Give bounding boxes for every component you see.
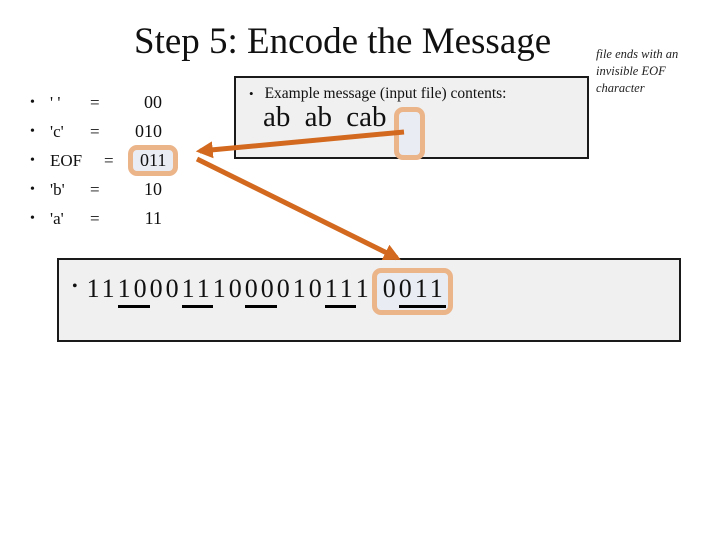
bullet-icon: • — [30, 94, 35, 110]
bit-segment: 00 — [244, 274, 277, 308]
code-row-space: • ' ' = 00 — [30, 88, 174, 117]
code-value: 010 — [135, 121, 162, 141]
eof-code-highlight: 011 — [128, 145, 179, 176]
code-row-c: • 'c' = 010 — [30, 117, 174, 146]
equals-sign: = — [90, 179, 100, 199]
code-value: 00 — [144, 92, 162, 112]
slide-title: Step 5: Encode the Message — [134, 21, 552, 62]
code-value: 11 — [144, 208, 162, 228]
bit-segment: 0 — [382, 274, 399, 303]
bullet-icon: • — [72, 278, 78, 295]
message-text: ab ab cab — [263, 101, 387, 133]
eof-bits-highlight: 0011 — [371, 268, 453, 315]
bit-segment: 11 — [324, 274, 356, 308]
bullet-icon: • — [30, 123, 35, 139]
code-symbol: 'c' — [50, 121, 64, 141]
code-table: • ' ' = 00 • 'c' = 010 • EOF = 011 • 'b'… — [30, 88, 179, 233]
bit-segment: 010 — [276, 274, 325, 303]
bit-segment: 11 — [181, 274, 213, 308]
equals-sign: = — [104, 150, 114, 170]
bullet-icon: • — [30, 210, 35, 226]
equals-sign: = — [90, 208, 100, 228]
code-symbol: EOF — [50, 150, 83, 170]
bit-segment: 1 — [355, 274, 372, 303]
arrow-eofcode-to-encoded — [195, 156, 401, 261]
eof-note: file ends with an invisible EOF characte… — [596, 46, 706, 97]
bullet-icon: • — [249, 86, 254, 101]
eof-note-line: invisible EOF — [596, 64, 666, 78]
bit-segment: 11 — [86, 274, 118, 303]
bit-segment: 00 — [149, 274, 182, 303]
code-row-b: • 'b' = 10 — [30, 175, 174, 204]
equals-sign: = — [90, 121, 100, 141]
bit-segment: 10 — [212, 274, 245, 303]
message-label: Example message (input file) contents: — [264, 85, 507, 102]
equals-sign: = — [90, 92, 100, 112]
code-value: 10 — [144, 179, 162, 199]
bit-segment: 011 — [398, 274, 446, 308]
eof-note-line: character — [596, 81, 645, 95]
code-symbol: ' ' — [50, 92, 61, 112]
code-row-a: • 'a' = 11 — [30, 204, 174, 233]
bit-segment: 10 — [117, 274, 150, 308]
bullet-icon: • — [30, 152, 35, 168]
bullet-icon: • — [30, 181, 35, 197]
eof-note-line: file ends with an — [596, 47, 679, 61]
code-symbol: 'b' — [50, 179, 65, 199]
code-row-eof: • EOF = 011 — [30, 145, 179, 176]
example-message-box: • Example message (input file) contents:… — [234, 76, 589, 160]
invisible-eof-highlight — [394, 107, 425, 160]
code-symbol: 'a' — [50, 208, 64, 228]
